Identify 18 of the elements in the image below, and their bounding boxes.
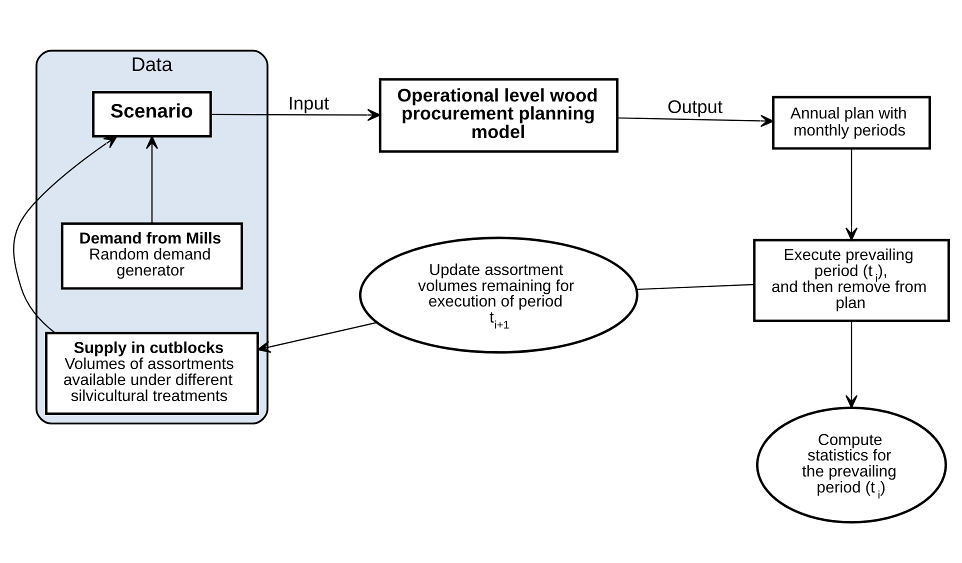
node-box: Demand from Mills Random demand generator (60, 222, 244, 290)
edge-label: Input (288, 92, 330, 114)
arrow (845, 148, 858, 241)
node-box: Execute prevailing period (t$_{i}$), and then remove from plan (753, 238, 950, 322)
arrow (146, 136, 158, 224)
arrow (618, 114, 774, 128)
arrow (845, 321, 858, 408)
node-box: Annual plan with monthly periods (772, 96, 931, 150)
node-box: Scenario (92, 91, 212, 138)
node-ellipse: Compute statistics for the prevailing period (t$_{i}$) (756, 406, 948, 524)
connector (636, 284, 754, 290)
arrow (210, 108, 381, 122)
node-ellipse: Update assortment volumes remaining for execution of period t$_{i+1}$ (359, 236, 638, 354)
node-box: Supply in cutblocks Volumes of assortments available under different silvicultural treatments (45, 332, 259, 415)
node-box: Operational level wood procurement planning model (378, 78, 618, 153)
arrow (13, 136, 118, 334)
edge-label: Output (668, 96, 723, 118)
arrow (257, 322, 378, 353)
